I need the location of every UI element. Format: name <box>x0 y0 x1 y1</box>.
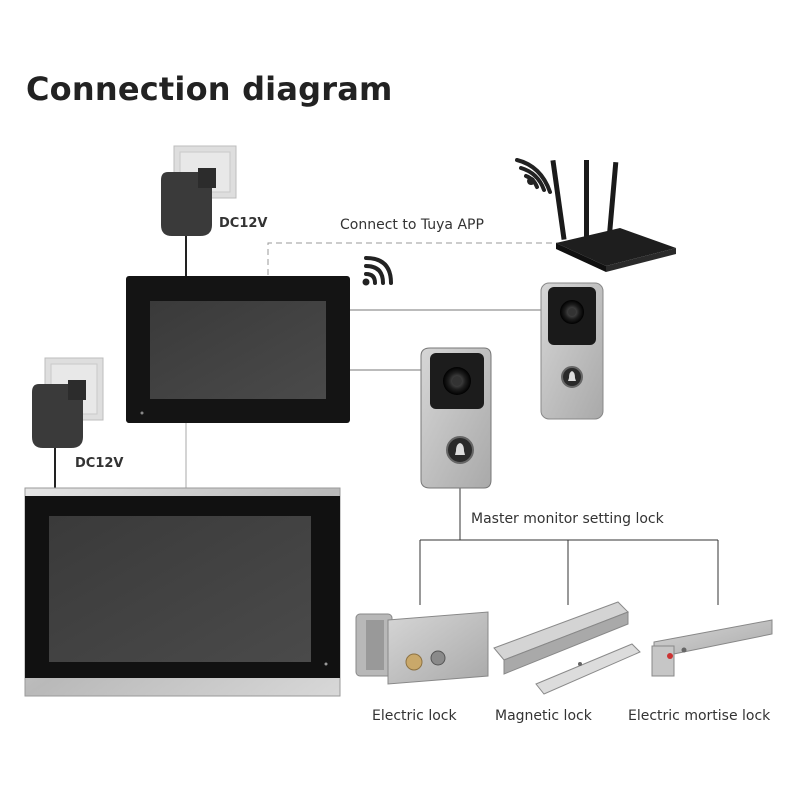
router-body <box>556 228 676 266</box>
door-station-hooded <box>420 347 492 489</box>
magnetic-lock-image <box>493 601 641 695</box>
router-antenna-3 <box>606 161 619 243</box>
monitor-large-screen <box>49 516 311 662</box>
electric-lock-label: Electric lock <box>372 708 457 724</box>
tuya-dashed-line <box>267 242 585 275</box>
wifi-router <box>550 159 676 272</box>
electric-lock-image <box>355 611 489 685</box>
door-station-slim <box>540 282 604 420</box>
wifi-icon-monitor <box>362 256 393 286</box>
monitor-small-screen <box>150 301 326 399</box>
tuya-connect-label: Connect to Tuya APP <box>340 217 484 233</box>
power-adapter-bottom <box>32 357 104 448</box>
router-antenna-1 <box>550 159 567 240</box>
connection-lines <box>54 236 719 605</box>
wifi-icon-router <box>515 158 552 194</box>
magnetic-lock-label: Magnetic lock <box>495 708 592 724</box>
diagram-title: Connection diagram <box>26 70 393 108</box>
indoor-monitor-small <box>126 276 350 423</box>
router-antenna-2 <box>584 160 589 238</box>
mortise-lock-label: Electric mortise lock <box>628 708 771 724</box>
power-label-bottom: DC12V <box>75 456 124 471</box>
indoor-monitor-large <box>24 487 341 697</box>
power-adapter-top <box>161 145 237 236</box>
master-lock-label: Master monitor setting lock <box>471 511 664 527</box>
mortise-lock-image <box>651 619 773 677</box>
power-label-top: DC12V <box>219 216 268 231</box>
